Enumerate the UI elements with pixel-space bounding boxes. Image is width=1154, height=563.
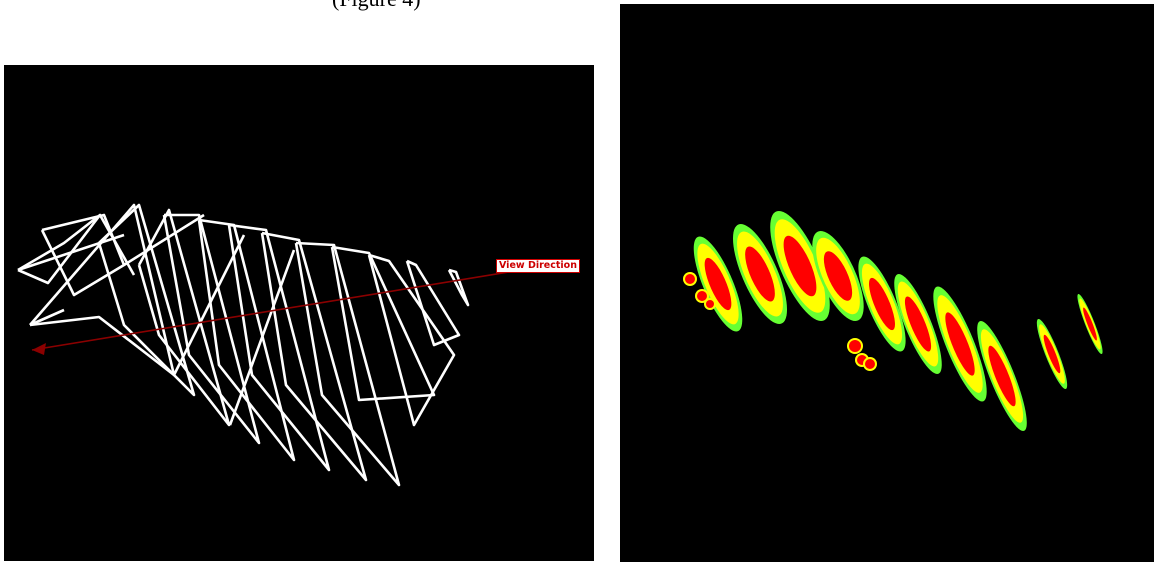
color-slice-2 — [732, 224, 788, 324]
wire-cross-4 — [123, 213, 205, 267]
view-direction-line — [31, 262, 565, 351]
heatmap-view — [620, 4, 1154, 562]
slice-layer-3 — [869, 277, 895, 331]
wire-slice-11 — [330, 245, 436, 402]
wireframe-view: View Direction — [4, 65, 594, 561]
blob-core-2 — [697, 291, 707, 301]
slice-layer-3 — [704, 257, 732, 311]
heatmap-canvas — [683, 211, 1103, 431]
view-direction-label: View Direction — [496, 259, 580, 273]
slice-layer-3 — [945, 312, 975, 376]
wire-cross-2 — [29, 308, 65, 327]
wire-slice-14 — [447, 268, 470, 307]
wire-slice-12 — [367, 253, 456, 427]
wire-slice-7 — [197, 218, 296, 462]
wire-cross-5 — [172, 234, 246, 376]
slice-layer-3 — [904, 296, 932, 352]
heatmap-slices — [683, 211, 1103, 431]
wire-slice-5 — [137, 208, 231, 427]
slice-layer-3 — [745, 246, 775, 302]
wire-cross-1 — [17, 233, 125, 272]
slice-wireframe — [17, 203, 470, 487]
wire-cross-6 — [228, 249, 296, 426]
color-slice-6 — [894, 274, 942, 374]
color-slice-10 — [1077, 294, 1103, 354]
view-direction-arrowhead — [32, 343, 46, 355]
blob-core-4 — [849, 340, 861, 352]
color-slice-4 — [812, 231, 864, 321]
color-slice-3 — [770, 211, 830, 321]
blob-core-3 — [706, 300, 714, 308]
wire-slice-4 — [97, 203, 196, 397]
wire-slice-9 — [260, 231, 368, 482]
slice-layer-3 — [1083, 307, 1097, 341]
wire-slice-6 — [162, 213, 261, 445]
color-slice-5 — [858, 256, 906, 352]
wireframe-canvas — [17, 203, 565, 487]
figure-caption: (Figure 4) — [332, 0, 421, 12]
wire-slice-8 — [227, 223, 331, 472]
color-slice-7 — [933, 286, 987, 402]
slice-layer-3 — [783, 235, 817, 297]
wire-slice-10 — [294, 241, 401, 487]
slice-layer-3 — [988, 345, 1016, 407]
color-slice-8 — [977, 321, 1027, 431]
color-slice-1 — [693, 236, 743, 332]
blob-core-6 — [865, 359, 875, 369]
slice-layer-3 — [823, 251, 853, 301]
color-slice-9 — [1036, 319, 1068, 389]
wire-slice-13 — [405, 259, 461, 347]
wire-slice-3 — [29, 203, 176, 377]
slice-layer-3 — [1043, 334, 1061, 374]
blob-core-1 — [685, 274, 695, 284]
wire-cross-3 — [98, 214, 136, 276]
